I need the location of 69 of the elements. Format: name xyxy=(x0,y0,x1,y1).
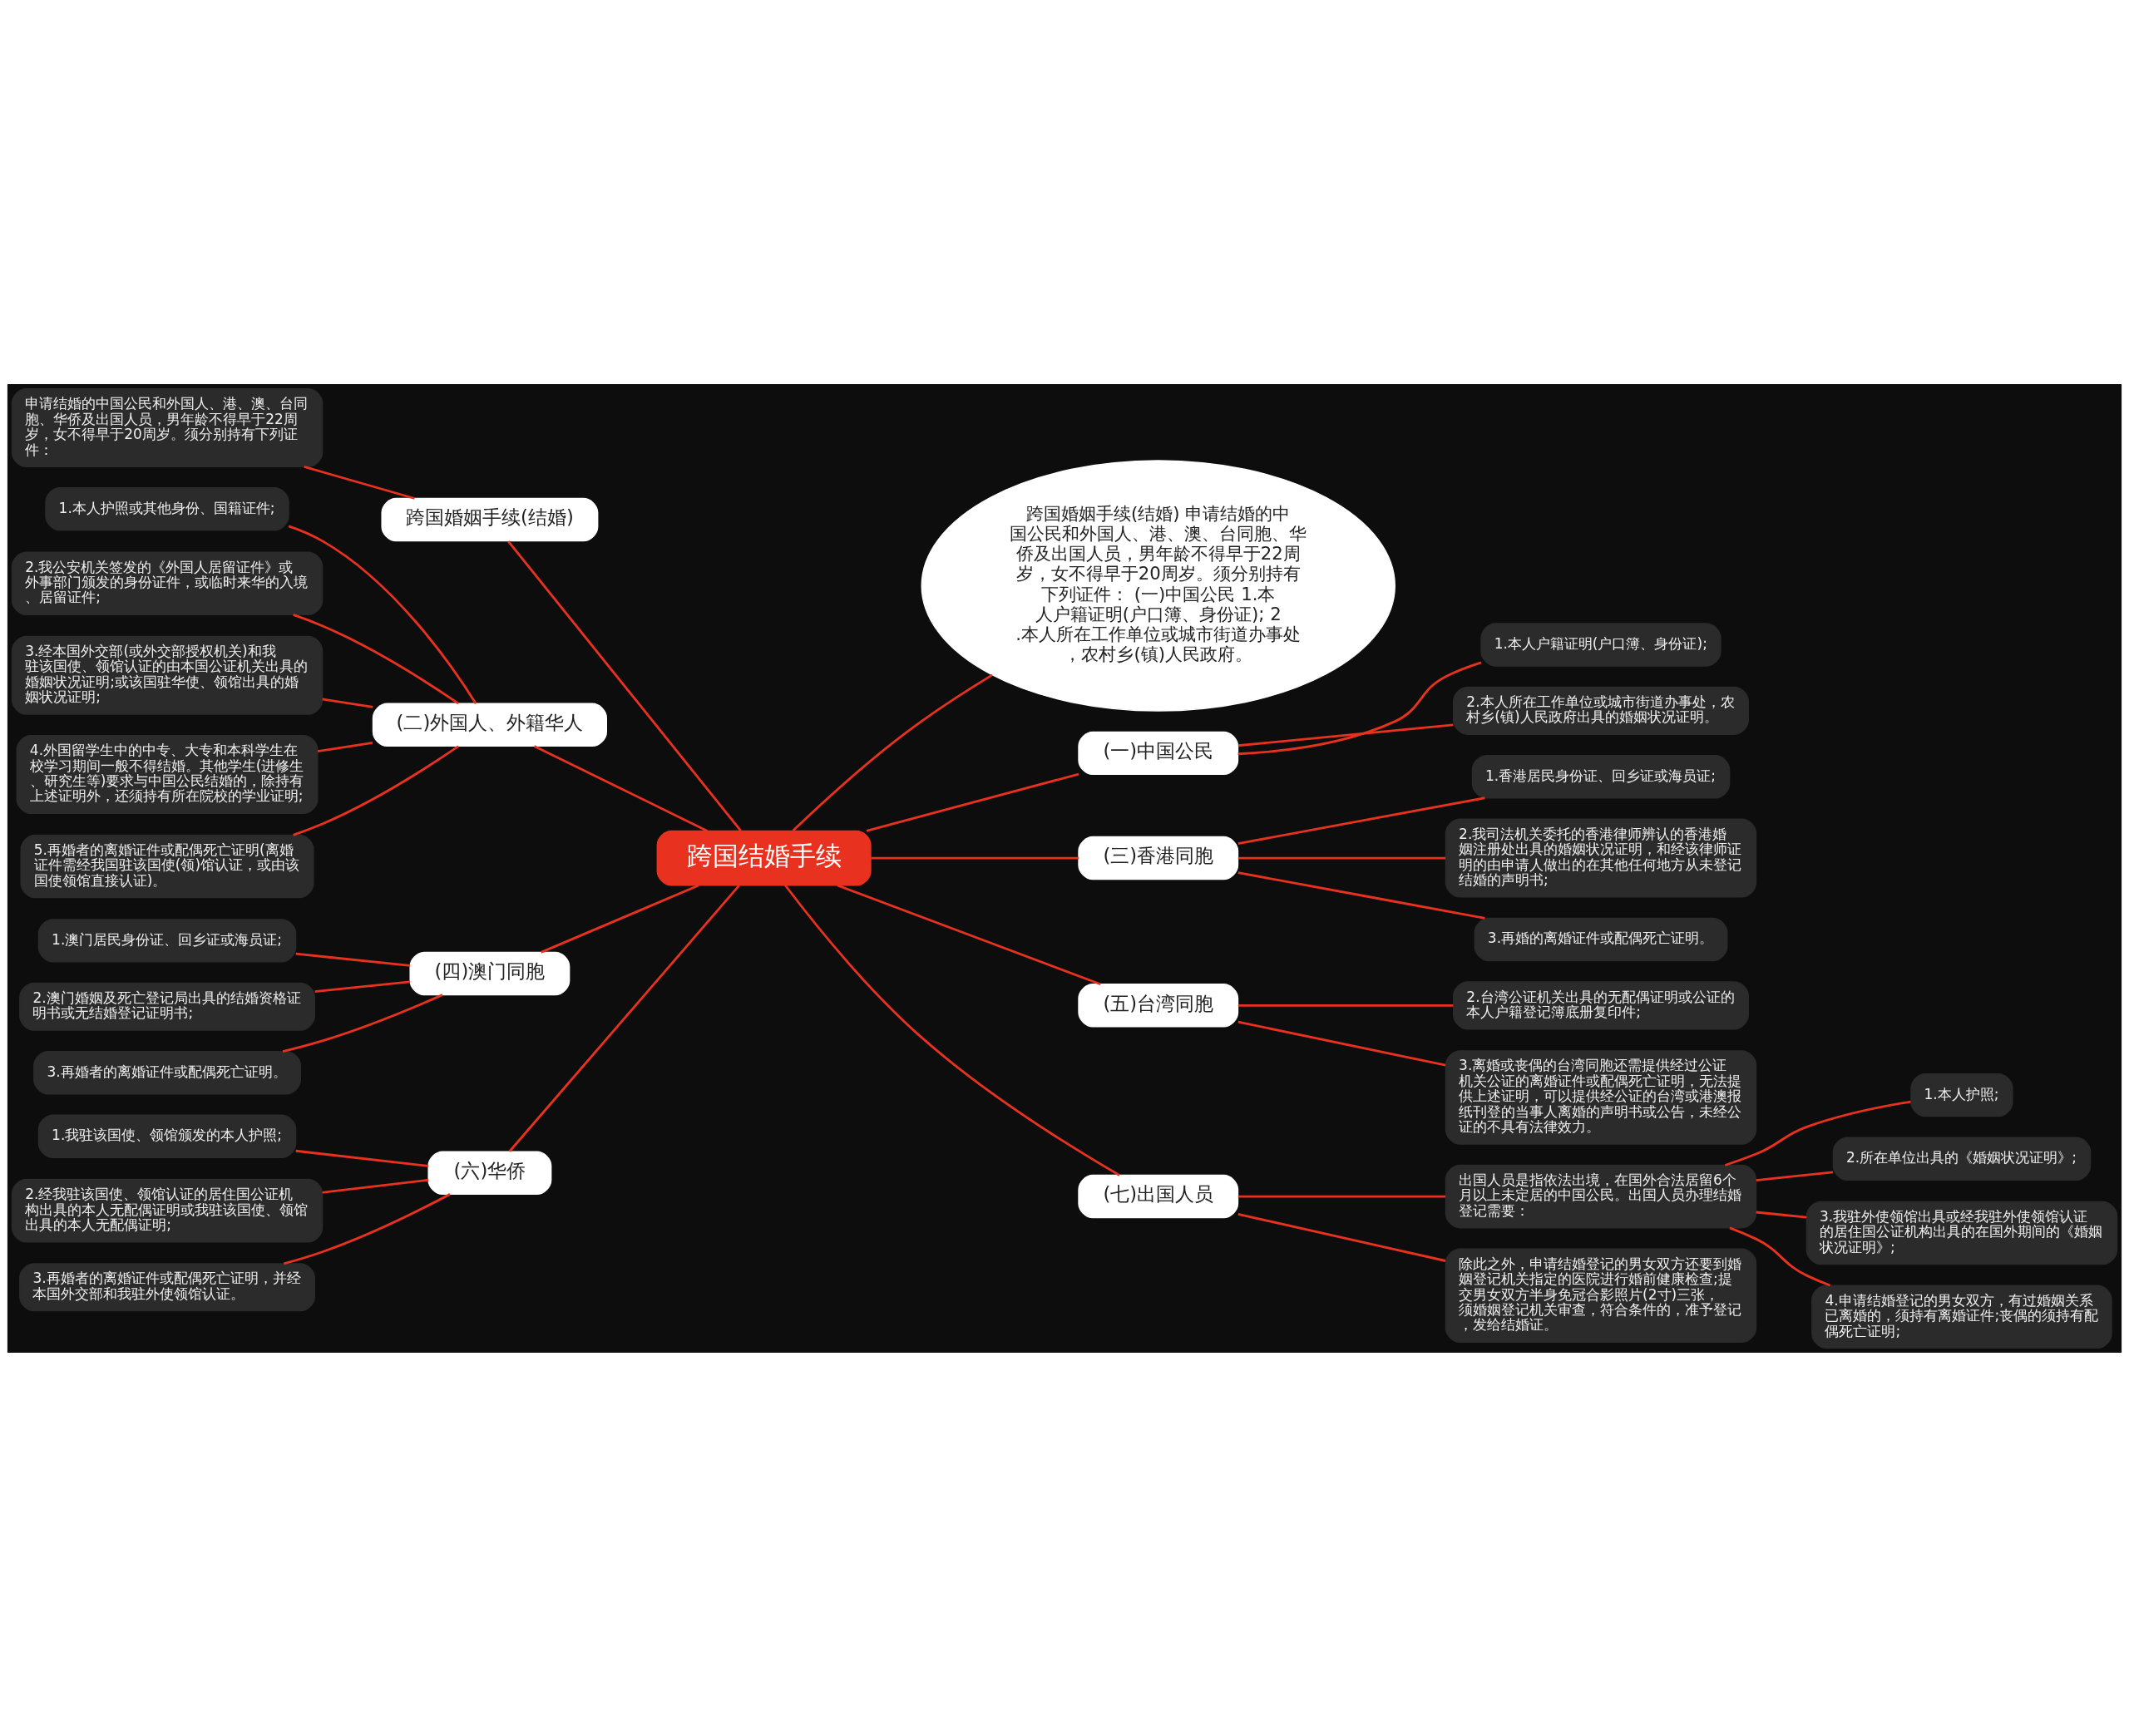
connector xyxy=(541,884,699,954)
connector xyxy=(317,741,373,752)
node-box: 2.我公安机关签发的《外国人居留证件》或外事部门颁发的身份证件，或临时来华的入境、居留证件; xyxy=(11,550,324,615)
connector xyxy=(1724,1100,1911,1166)
connector xyxy=(508,884,740,1152)
node-box: 除此之外，申请结婚登记的男女双方还要到婚姻登记机关指定的医院进行婚前健康检查;提交男女双方半身免冠合影照片(2寸)三张，须婚姻登记机关审查，符合条件的，准予登记，发给结婚证。 xyxy=(1445,1248,1757,1343)
connector xyxy=(1756,1211,1807,1219)
connector xyxy=(293,613,459,704)
connector xyxy=(1237,856,1446,859)
connector xyxy=(784,884,1120,1176)
connector xyxy=(533,744,709,832)
node-box: (六)华侨 xyxy=(427,1151,552,1195)
connector xyxy=(507,540,742,831)
node-box: 3.离婚或丧偶的台湾同胞还需提供经过公证机关公证的离婚证件或配偶死亡证明，无法提供上述证明，可以提供经公证的台湾或港澳报纸刊登的当事人离婚的声明书或公告，未经公证的不具有法律效力。 xyxy=(1445,1049,1757,1145)
connector xyxy=(1756,1170,1834,1181)
node-box: (四)澳门同胞 xyxy=(409,951,571,995)
node-box: 4.申请结婚登记的男女双方，有过婚姻关系已离婚的，须持有离婚证件;丧偶的须持有配偶死亡证明; xyxy=(1811,1284,2112,1349)
connector xyxy=(1237,870,1485,920)
node-box: 跨国结婚手续 xyxy=(656,830,872,885)
node-box: 4.外国留学生中的中专、大专和本科学生在校学习期间一般不得结婚。其他学生(进修生、研究生等)要求与中国公民结婚的，除持有上述证明外，还须持有所在院校的学业证明; xyxy=(16,734,319,814)
connector xyxy=(293,744,459,836)
node-box: (七)出国人员 xyxy=(1078,1174,1239,1218)
connector xyxy=(871,856,1079,859)
connector xyxy=(1237,1004,1454,1007)
node-box: 1.本人户籍证明(户口簿、身份证); xyxy=(1480,622,1721,667)
node-box: 申请结婚的中国公民和外国人、港、澳、台同胞、华侨及出国人员，男年龄不得早于22周岁，女不得早于20周岁。须分别持有下列证件： xyxy=(11,387,324,467)
connector xyxy=(288,525,477,704)
connector xyxy=(295,952,411,967)
node-box: 5.再婚者的离婚证件或配偶死亡证明(离婚证件需经我国驻该国使(领)馆认证，或由该国使领馆直接认证)。 xyxy=(20,834,314,898)
connector xyxy=(1237,1195,1446,1197)
node-box: 3.再婚者的离婚证件或配偶死亡证明。 xyxy=(33,1050,301,1094)
connector xyxy=(304,465,415,500)
connector xyxy=(282,993,443,1053)
node-ellipse: 跨国婚姻手续(结婚) 申请结婚的中国公民和外国人、港、澳、台同胞、华侨及出国人员，男年龄不得早于22周岁，女不得早于20周岁。须分别持有下列证件： (一)中国公民 1.本人户籍证明(户口簿、身份证); 2.本人所在工作单位或城市街道办事处，农村乡(镇)人民政府。 xyxy=(921,459,1395,712)
node-box: 2.台湾公证机关出具的无配偶证明或公证的本人户籍登记簿底册复印件; xyxy=(1453,980,1749,1029)
node-box: (五)台湾同胞 xyxy=(1078,983,1239,1028)
node-box: 1.香港居民身份证、回乡证或海员证; xyxy=(1471,754,1731,798)
connector xyxy=(295,1149,429,1167)
node-box: 2.我司法机关委托的香港律师辨认的香港婚姻注册处出具的婚姻状况证明，和经该律师证明的由申请人做出的在其他任何地方从未登记结婚的声明书; xyxy=(1445,818,1757,898)
connector xyxy=(1237,1020,1446,1067)
connector xyxy=(837,884,1101,985)
connector xyxy=(322,1178,429,1194)
node-box: (二)外国人、外籍华人 xyxy=(372,703,607,747)
node-box: 2.澳门婚姻及死亡登记局出具的结婚资格证明书或无结婚登记证明书; xyxy=(19,982,316,1031)
node-box: 2.经我驻该国使、领馆认证的居住国公证机构出具的本人无配偶证明或我驻该国使、领馆出具的本人无配偶证明; xyxy=(11,1178,324,1242)
node-box: 出国人员是指依法出境，在国外合法居留6个月以上未定居的中国公民。出国人员办理结婚登记需要： xyxy=(1445,1164,1757,1228)
node-box: (三)香港同胞 xyxy=(1078,836,1239,880)
node-box: 3.再婚者的离婚证件或配偶死亡证明，并经本国外交部和我驻外使领馆认证。 xyxy=(19,1262,316,1311)
connector xyxy=(314,979,411,993)
connector xyxy=(1237,1212,1446,1262)
connector xyxy=(1237,796,1485,845)
node-box: 3.经本国外交部(或外交部授权机关)和我驻该国使、领馆认证的由本国公证机关出具的婚姻状况证明;或该国驻华使、领馆出具的婚姻状况证明; xyxy=(11,635,324,715)
node-box: (一)中国公民 xyxy=(1078,731,1239,775)
node-box: 2.所在单位出具的《婚姻状况证明》; xyxy=(1832,1137,2092,1181)
connector xyxy=(1237,723,1454,747)
connector xyxy=(283,1192,451,1265)
node-box: 1.本人护照; xyxy=(1910,1073,2013,1117)
connector xyxy=(322,698,373,708)
connector xyxy=(1729,1226,1831,1286)
node-box: 3.我驻外使领馆出具或经我驻外使领馆认证的居住国公证机构出具的在国外期间的《婚姻状况证明》; xyxy=(1805,1201,2118,1265)
node-box: 1.澳门居民身份证、回乡证或海员证; xyxy=(37,918,297,963)
node-box: 1.我驻该国使、领馆颁发的本人护照; xyxy=(37,1114,297,1158)
connector xyxy=(792,673,993,831)
node-box: 2.本人所在工作单位或城市街道办事处，农村乡(镇)人民政府出具的婚姻状况证明。 xyxy=(1453,686,1749,735)
connector xyxy=(1237,661,1482,755)
node-box: 跨国婚姻手续(结婚) xyxy=(381,497,599,541)
connector xyxy=(866,772,1079,832)
node-box: 3.再婚的离婚证件或配偶死亡证明。 xyxy=(1474,917,1728,961)
node-box: 1.本人护照或其他身份、国籍证件; xyxy=(45,486,289,531)
